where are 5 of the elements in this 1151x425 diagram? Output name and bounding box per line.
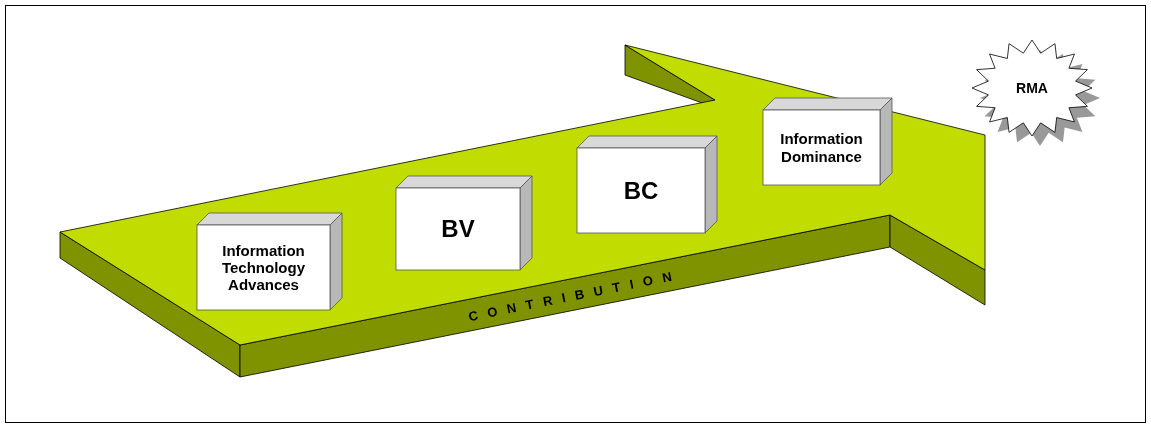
box-label: Information Technology Advances bbox=[220, 241, 307, 294]
starburst-label: RMA bbox=[1016, 79, 1048, 97]
box-label: Information Dominance bbox=[779, 130, 864, 165]
box-label: BV bbox=[441, 215, 475, 243]
box-label: BC bbox=[623, 176, 659, 205]
